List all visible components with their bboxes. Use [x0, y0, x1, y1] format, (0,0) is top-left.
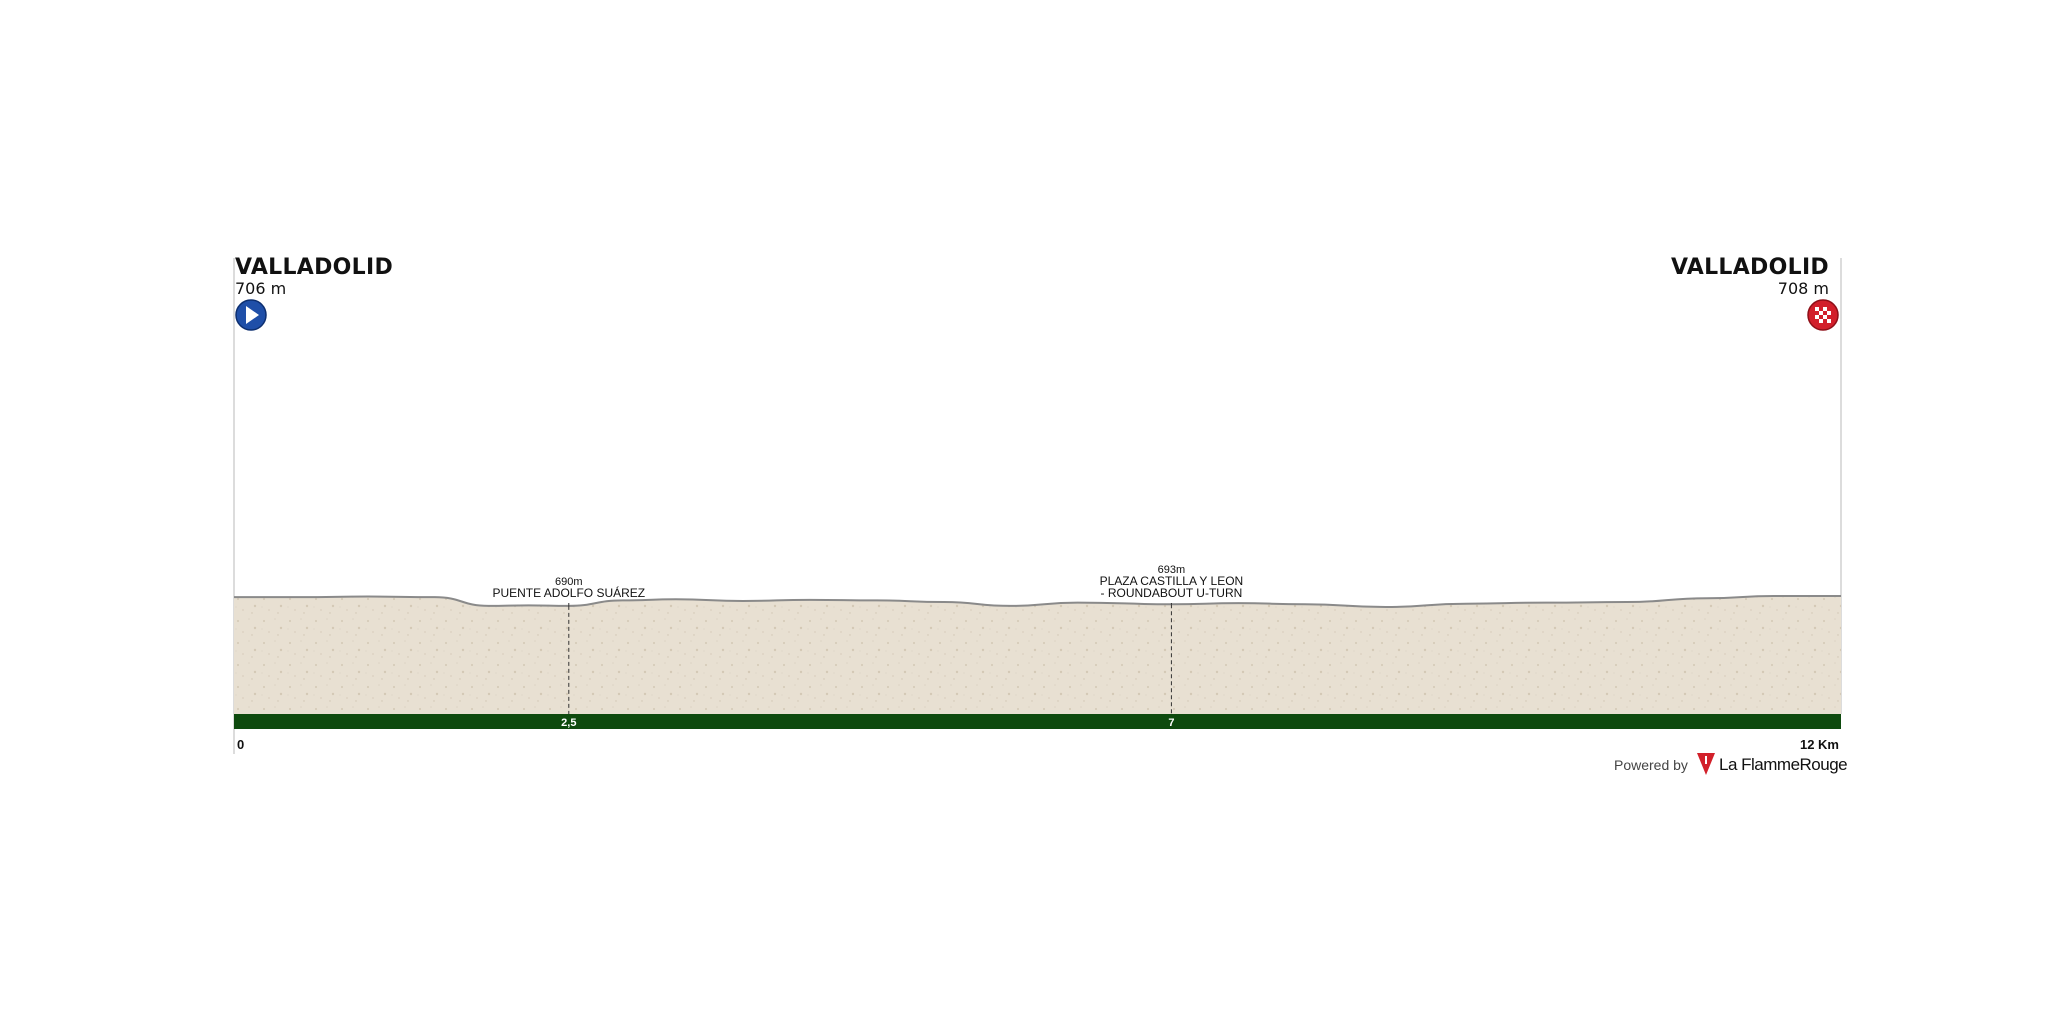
brand-name: La FlammeRouge — [1719, 755, 1848, 774]
finish-checker-square — [1815, 307, 1819, 311]
finish-checker-square — [1823, 315, 1827, 319]
x-tick-label: 0 — [237, 737, 244, 752]
distance-baseline-bar — [234, 714, 1841, 729]
waypoint-altitude-label: 693m — [1158, 564, 1186, 576]
waypoint-km-label: 7 — [1168, 717, 1174, 729]
terrain-area — [234, 596, 1841, 714]
waypoint-km-label: 2,5 — [561, 717, 576, 729]
waypoint-name-label: PUENTE ADOLFO SUÁREZ — [492, 585, 645, 600]
finish-checker-square — [1815, 315, 1819, 319]
start-icon-triangle — [246, 306, 259, 324]
finish-city-name: VALLADOLID — [1670, 255, 1829, 280]
waypoint-altitude-label: 690m — [555, 576, 583, 588]
finish-checker-square — [1819, 319, 1823, 323]
terrain-ridge-line — [233, 594, 1841, 609]
finish-checkered-flag-icon — [1807, 299, 1839, 331]
waypoint-name-label: - ROUNDABOUT U-TURN — [1101, 586, 1243, 600]
start-play-icon — [235, 299, 267, 331]
finish-altitude: 708 m — [1777, 279, 1829, 298]
waypoint-name-label: PLAZA CASTILLA Y LEON — [1100, 574, 1244, 588]
finish-checker-square — [1819, 311, 1823, 315]
finish-checker-square — [1823, 307, 1827, 311]
start-city-name: VALLADOLID — [235, 255, 394, 280]
start-altitude: 706 m — [235, 279, 287, 298]
finish-checker-square — [1827, 311, 1831, 315]
finish-checker-square — [1827, 319, 1831, 323]
flamme-rouge-logo-icon — [1697, 753, 1715, 775]
x-tick-label: 12 Km — [1800, 737, 1839, 752]
powered-by-label: Powered by — [1614, 757, 1688, 773]
